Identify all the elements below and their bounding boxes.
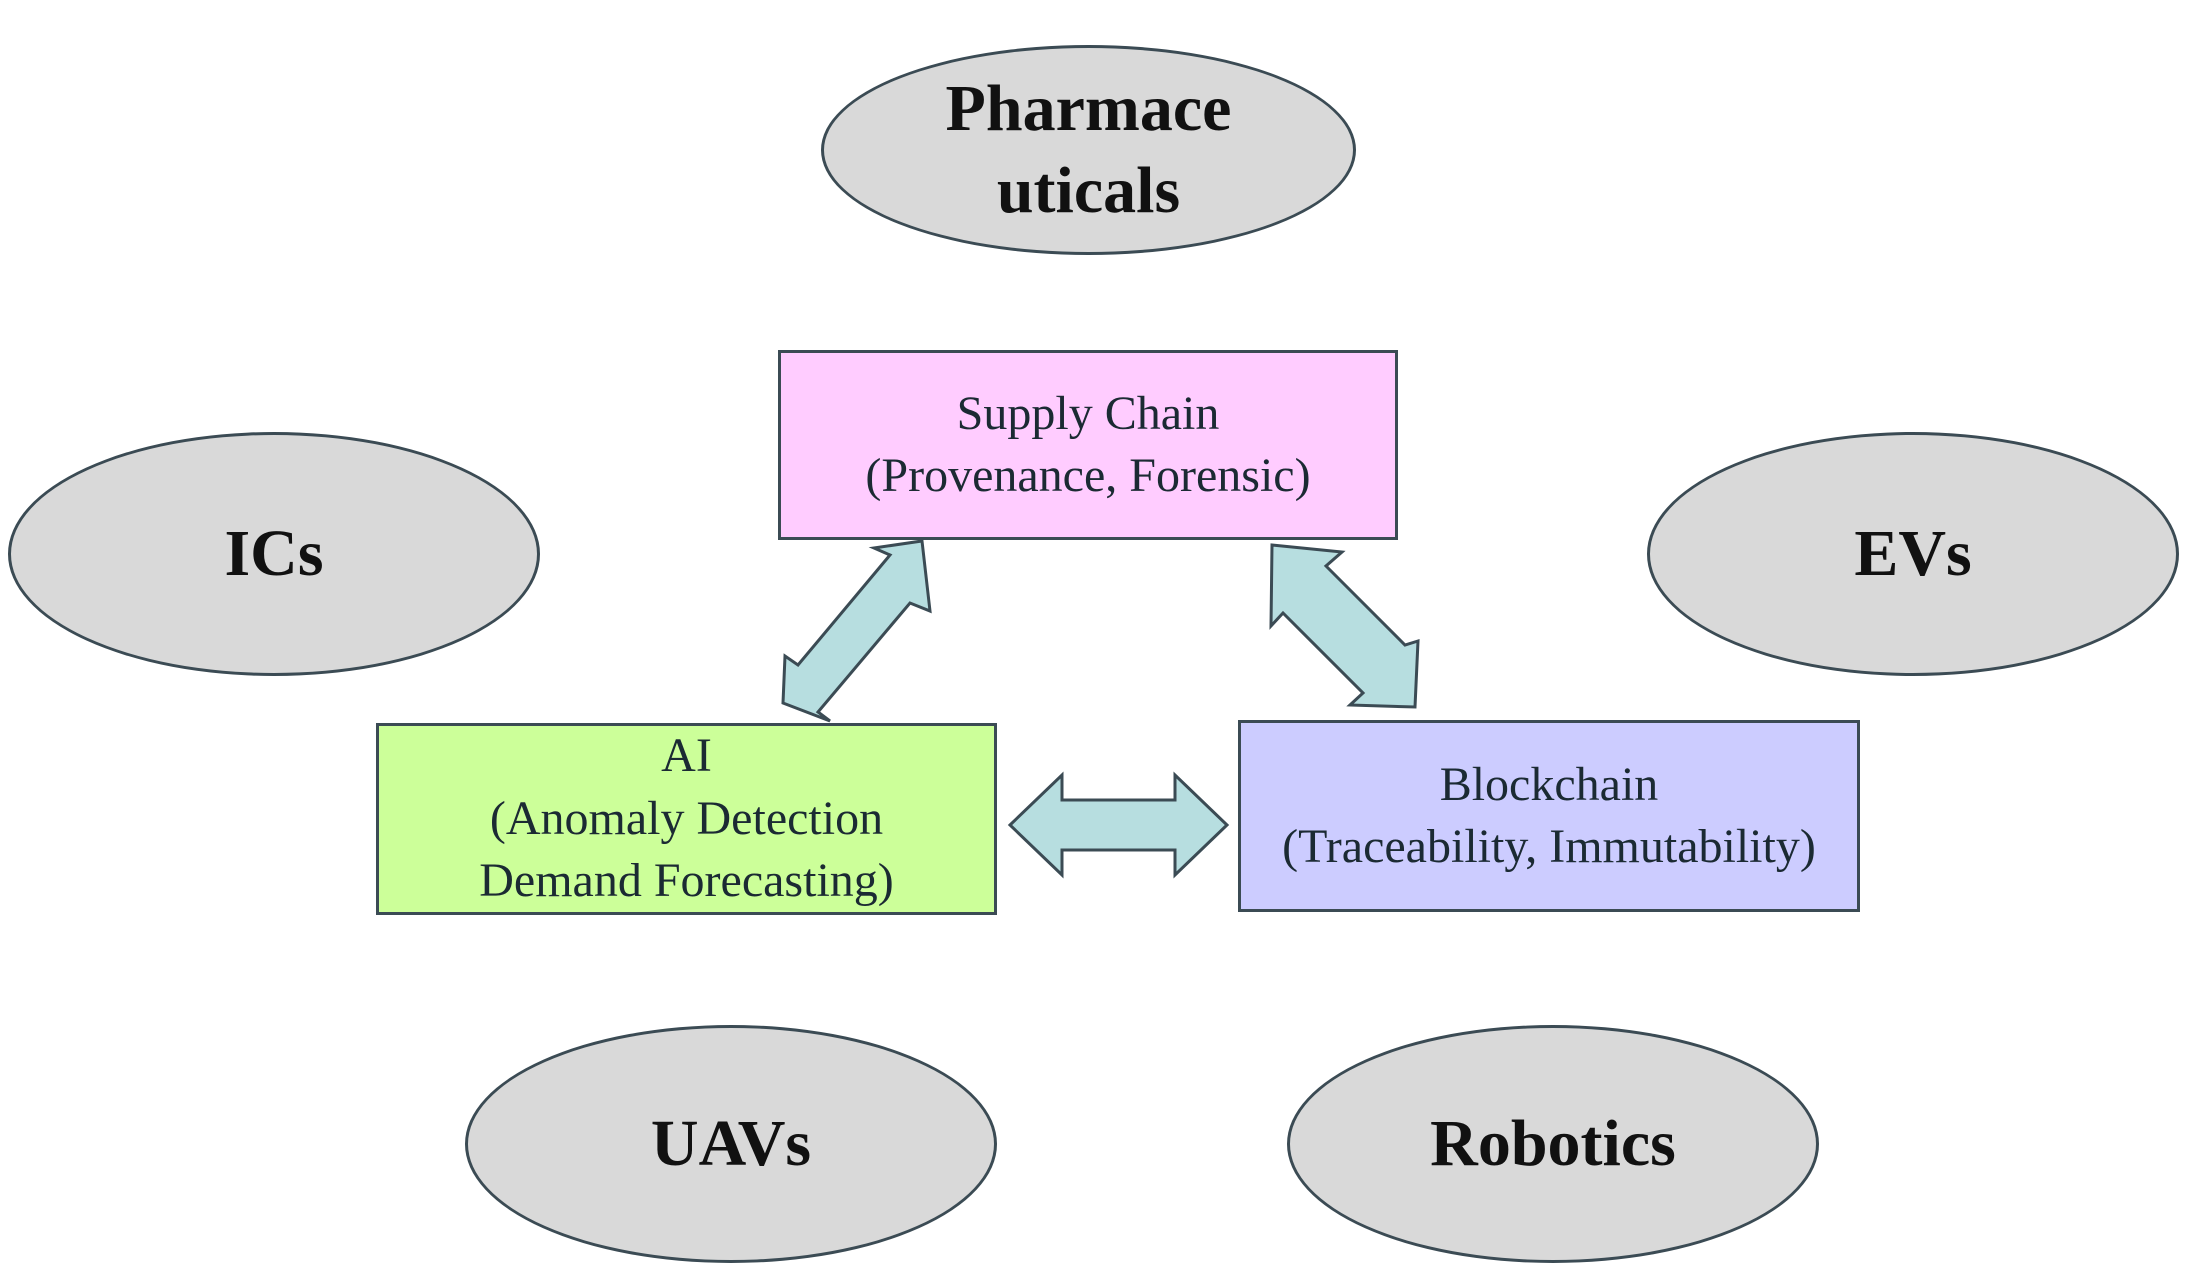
arrow-supplychain-ai xyxy=(781,539,932,723)
supply-chain-box: Supply Chain (Provenance, Forensic) xyxy=(778,350,1398,540)
ai-title: AI xyxy=(661,729,712,783)
ics-ellipse: ICs xyxy=(8,432,540,676)
pharmaceuticals-label-line1: Pharmace xyxy=(945,71,1232,145)
ai-subtitle-line2: Demand Forecasting) xyxy=(479,854,894,908)
blockchain-title: Blockchain xyxy=(1439,757,1659,811)
blockchain-box: Blockchain (Traceability, Immutability) xyxy=(1238,720,1860,912)
arrow-ai-blockchain xyxy=(1007,771,1230,879)
ai-box: AI (Anomaly Detection Demand Forecasting… xyxy=(376,723,997,915)
ics-label: ICs xyxy=(224,516,324,590)
evs-ellipse: EVs xyxy=(1647,432,2179,676)
uavs-label: UAVs xyxy=(650,1106,812,1180)
supply-chain-title: Supply Chain xyxy=(956,386,1220,440)
evs-label: EVs xyxy=(1854,516,1972,590)
robotics-label: Robotics xyxy=(1430,1106,1676,1180)
pharmaceuticals-label-line2: uticals xyxy=(996,154,1181,227)
blockchain-subtitle: (Traceability, Immutability) xyxy=(1282,820,1816,873)
supply-chain-subtitle: (Provenance, Forensic) xyxy=(865,449,1311,502)
ai-subtitle-line1: (Anomaly Detection xyxy=(489,791,884,845)
uavs-ellipse: UAVs xyxy=(465,1025,997,1263)
pharmaceuticals-ellipse: Pharmace uticals xyxy=(821,45,1356,255)
robotics-ellipse: Robotics xyxy=(1287,1025,1819,1263)
arrow-supplychain-blockchain xyxy=(1269,543,1420,709)
